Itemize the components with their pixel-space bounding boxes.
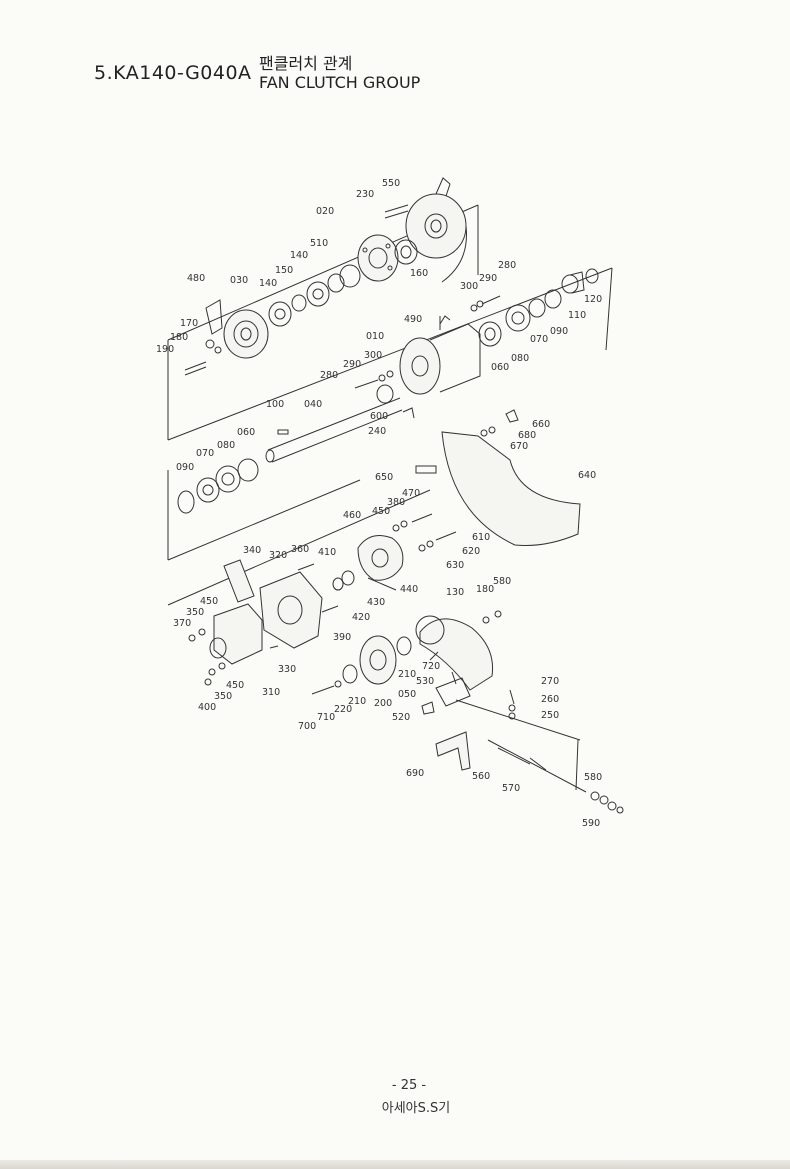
part-label: 260 bbox=[541, 694, 559, 705]
part-label: 270 bbox=[541, 676, 559, 687]
part-label: 400 bbox=[198, 702, 216, 713]
scan-edge bbox=[0, 1160, 790, 1169]
part-label: 090 bbox=[550, 326, 568, 337]
part-label: 210 bbox=[348, 696, 366, 707]
part-label: 580 bbox=[493, 576, 511, 587]
part-label: 350 bbox=[214, 691, 232, 702]
part-label: 470 bbox=[402, 488, 420, 499]
part-label: 600 bbox=[370, 411, 388, 422]
part-label: 490 bbox=[404, 314, 422, 325]
part-label: 390 bbox=[333, 632, 351, 643]
part-label: 280 bbox=[320, 370, 338, 381]
part-label: 240 bbox=[368, 426, 386, 437]
part-label: 170 bbox=[180, 318, 198, 329]
part-label: 150 bbox=[275, 265, 293, 276]
part-label: 190 bbox=[156, 344, 174, 355]
part-label: 670 bbox=[510, 441, 528, 452]
part-label: 640 bbox=[578, 470, 596, 481]
part-label: 420 bbox=[352, 612, 370, 623]
part-label: 090 bbox=[176, 462, 194, 473]
group-title-korean: 팬클러치 관계 bbox=[259, 54, 353, 73]
part-label: 710 bbox=[317, 712, 335, 723]
part-label: 450 bbox=[226, 680, 244, 691]
part-label: 250 bbox=[541, 710, 559, 721]
part-label: 280 bbox=[498, 260, 516, 271]
page-number: - 25 - bbox=[391, 1078, 427, 1093]
part-label: 300 bbox=[364, 350, 382, 361]
part-label: 210 bbox=[398, 669, 416, 680]
part-label: 040 bbox=[304, 399, 322, 410]
part-label: 720 bbox=[422, 661, 440, 672]
part-label: 370 bbox=[173, 618, 191, 629]
part-label: 290 bbox=[343, 359, 361, 370]
group-title-english: FAN CLUTCH GROUP bbox=[259, 73, 421, 92]
part-label: 530 bbox=[416, 676, 434, 687]
group-code: 5.KA140-G040A bbox=[94, 62, 252, 84]
part-label: 140 bbox=[259, 278, 277, 289]
part-label: 590 bbox=[582, 818, 600, 829]
part-label: 230 bbox=[356, 189, 374, 200]
part-label: 200 bbox=[374, 698, 392, 709]
part-label: 690 bbox=[406, 768, 424, 779]
part-label: 070 bbox=[196, 448, 214, 459]
part-label: 630 bbox=[446, 560, 464, 571]
part-label: 570 bbox=[502, 783, 520, 794]
part-label: 220 bbox=[334, 704, 352, 715]
part-label: 650 bbox=[375, 472, 393, 483]
part-label: 060 bbox=[491, 362, 509, 373]
part-label: 680 bbox=[518, 430, 536, 441]
part-label: 480 bbox=[187, 273, 205, 284]
part-label: 660 bbox=[532, 419, 550, 430]
part-label: 430 bbox=[367, 597, 385, 608]
part-label: 080 bbox=[217, 440, 235, 451]
part-label: 450 bbox=[200, 596, 218, 607]
part-label: 100 bbox=[266, 399, 284, 410]
part-label: 330 bbox=[278, 664, 296, 675]
part-label: 510 bbox=[310, 238, 328, 249]
part-label: 290 bbox=[479, 273, 497, 284]
part-label: 520 bbox=[392, 712, 410, 723]
part-label: 180 bbox=[476, 584, 494, 595]
part-label: 610 bbox=[472, 532, 490, 543]
part-label: 460 bbox=[343, 510, 361, 521]
part-label: 070 bbox=[530, 334, 548, 345]
diagram-linework bbox=[167, 177, 624, 814]
part-label: 360 bbox=[291, 544, 309, 555]
part-label: 020 bbox=[316, 206, 334, 217]
part-label: 320 bbox=[269, 550, 287, 561]
part-label: 620 bbox=[462, 546, 480, 557]
part-label: 160 bbox=[410, 268, 428, 279]
part-label: 140 bbox=[290, 250, 308, 261]
part-label: 110 bbox=[568, 310, 586, 321]
part-label: 310 bbox=[262, 687, 280, 698]
part-label: 440 bbox=[400, 584, 418, 595]
part-label: 580 bbox=[584, 772, 602, 783]
part-label: 120 bbox=[584, 294, 602, 305]
part-label: 350 bbox=[186, 607, 204, 618]
part-label: 700 bbox=[298, 721, 316, 732]
company-name: 아세아S.S기 bbox=[381, 1101, 451, 1116]
part-label: 340 bbox=[243, 545, 261, 556]
part-label: 410 bbox=[318, 547, 336, 558]
part-label: 060 bbox=[237, 427, 255, 438]
part-label: 050 bbox=[398, 689, 416, 700]
part-label: 380 bbox=[387, 497, 405, 508]
part-label: 130 bbox=[446, 587, 464, 598]
part-label: 010 bbox=[366, 331, 384, 342]
part-label: 300 bbox=[460, 281, 478, 292]
part-label: 030 bbox=[230, 275, 248, 286]
part-label: 080 bbox=[511, 353, 529, 364]
part-label: 560 bbox=[472, 771, 490, 782]
part-label: 450 bbox=[372, 506, 390, 517]
part-label: 180 bbox=[170, 332, 188, 343]
part-label: 550 bbox=[382, 178, 400, 189]
